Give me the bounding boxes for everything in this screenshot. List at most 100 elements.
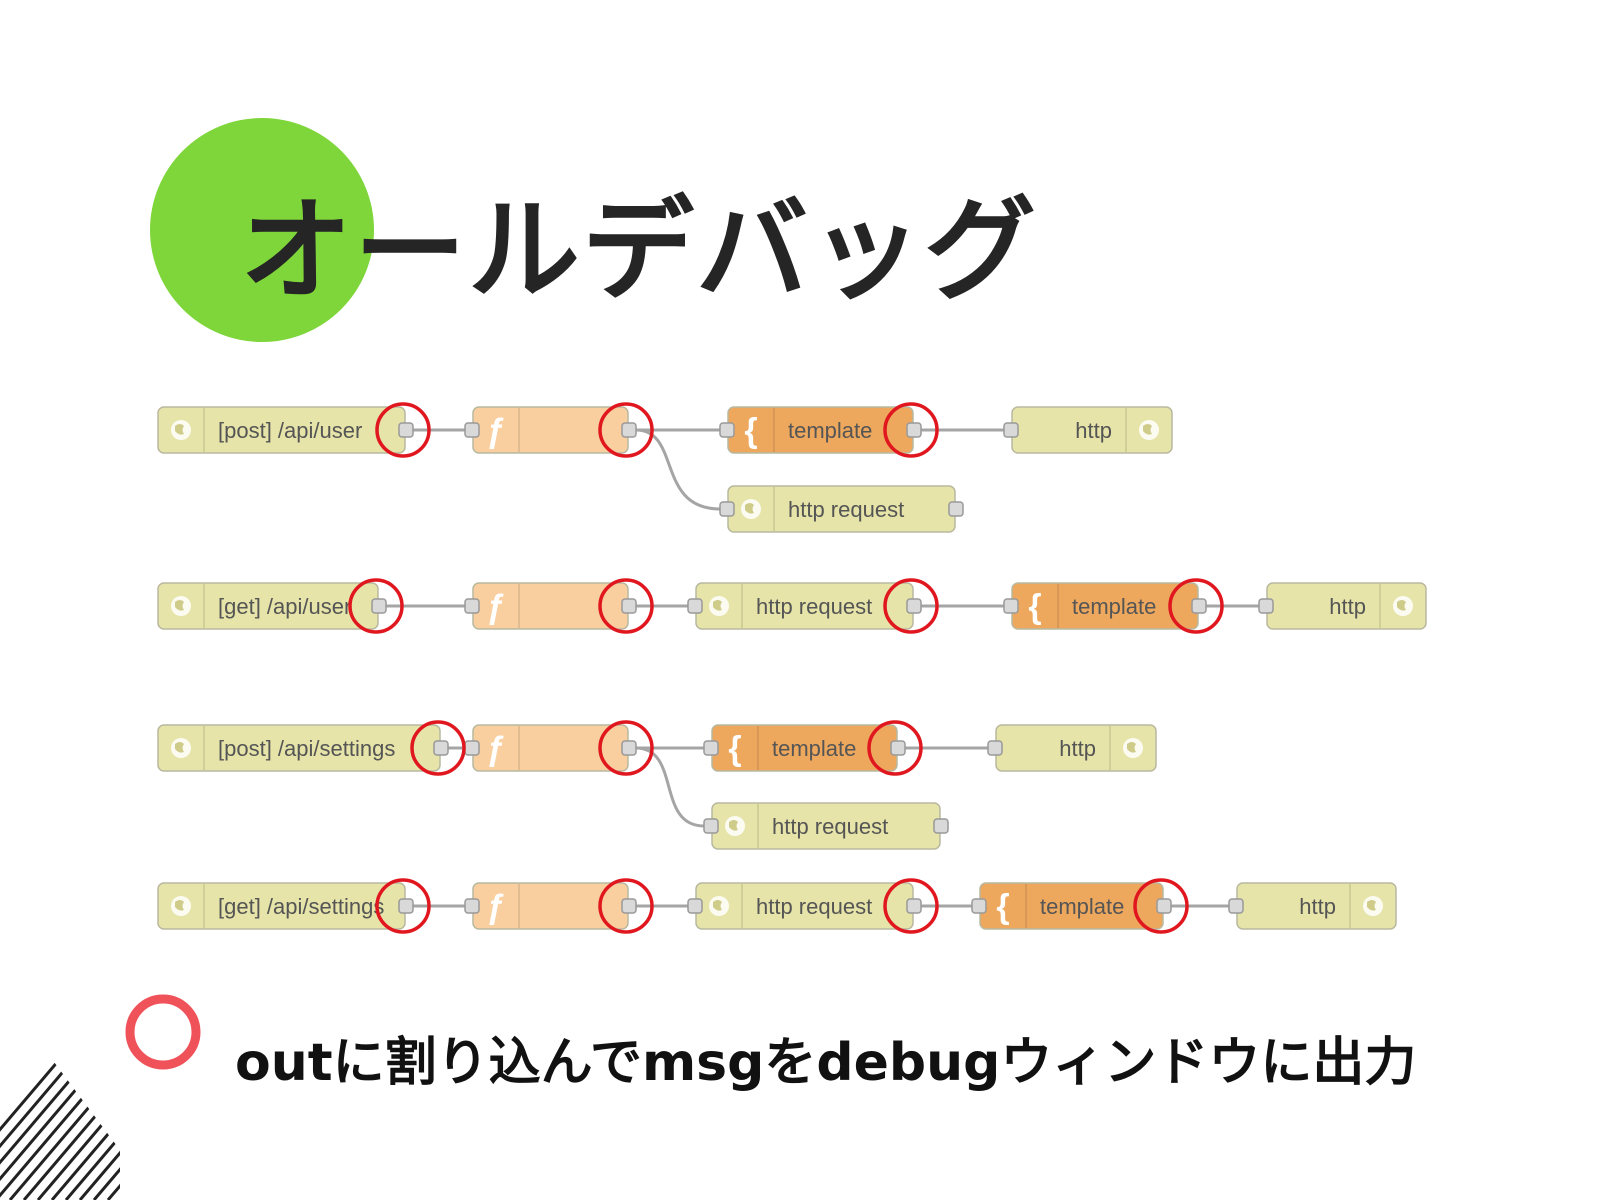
node-http-request[interactable]: http request xyxy=(687,582,922,630)
node-label: http xyxy=(1059,736,1096,761)
debug-marker-circle xyxy=(375,878,431,934)
input-port[interactable] xyxy=(703,740,719,756)
node-http-request[interactable]: http request xyxy=(687,882,922,930)
wires xyxy=(386,428,1259,908)
stripe-line xyxy=(64,999,120,1200)
node-label: [get] /api/user xyxy=(218,594,351,619)
output-port[interactable] xyxy=(621,898,637,914)
function-icon: ƒ xyxy=(487,730,506,768)
output-port[interactable] xyxy=(906,898,922,914)
input-port[interactable] xyxy=(703,818,719,834)
input-port[interactable] xyxy=(1003,598,1019,614)
green-accent-circle xyxy=(150,118,374,342)
debug-marker-circle xyxy=(348,578,404,634)
node-label: http request xyxy=(756,594,872,619)
input-port[interactable] xyxy=(687,898,703,914)
nodes: [post] /api/user ƒ { template http http reque… xyxy=(157,406,1427,930)
output-port[interactable] xyxy=(433,740,449,756)
globe-icon xyxy=(1393,596,1413,616)
output-port[interactable] xyxy=(1156,898,1172,914)
output-port[interactable] xyxy=(398,422,414,438)
input-port[interactable] xyxy=(1258,598,1274,614)
node-function[interactable]: ƒ xyxy=(464,582,637,630)
node-template[interactable]: { template xyxy=(703,724,906,772)
function-icon: ƒ xyxy=(487,888,506,926)
node-http-response[interactable]: http xyxy=(987,724,1157,772)
output-port[interactable] xyxy=(398,898,414,914)
node-label: [post] /api/user xyxy=(218,418,362,443)
input-port[interactable] xyxy=(971,898,987,914)
node-label: http xyxy=(1329,594,1366,619)
legend-caption: outに割り込んでmsgをdebugウィンドウに出力 xyxy=(235,1033,1417,1093)
node-label: http request xyxy=(756,894,872,919)
stripe-line xyxy=(0,999,120,1200)
node-http-response[interactable]: http xyxy=(1228,882,1397,930)
globe-icon xyxy=(1123,738,1143,758)
input-port[interactable] xyxy=(1228,898,1244,914)
debug-marker-circle xyxy=(598,878,654,934)
output-port[interactable] xyxy=(621,422,637,438)
globe-icon xyxy=(171,896,191,916)
node-label: template xyxy=(1072,594,1156,619)
node-function[interactable]: ƒ xyxy=(464,406,637,454)
globe-icon xyxy=(171,420,191,440)
output-port[interactable] xyxy=(906,598,922,614)
output-port[interactable] xyxy=(906,422,922,438)
output-port[interactable] xyxy=(890,740,906,756)
output-port[interactable] xyxy=(1191,598,1207,614)
flow-wire xyxy=(635,746,705,828)
output-port[interactable] xyxy=(933,818,949,834)
node-http-in[interactable]: [post] /api/user xyxy=(157,406,414,454)
node-http-response[interactable]: http xyxy=(1003,406,1173,454)
output-port[interactable] xyxy=(371,598,387,614)
output-port[interactable] xyxy=(621,740,637,756)
template-brace-icon: { xyxy=(728,730,741,768)
globe-icon xyxy=(171,738,191,758)
template-brace-icon: { xyxy=(996,888,1009,926)
template-brace-icon: { xyxy=(744,412,757,450)
stripe-line xyxy=(50,999,120,1200)
stripe-line xyxy=(36,999,120,1200)
node-label: template xyxy=(1040,894,1124,919)
globe-icon xyxy=(709,896,729,916)
input-port[interactable] xyxy=(1003,422,1019,438)
node-http-in[interactable]: [get] /api/settings xyxy=(157,882,414,930)
node-function[interactable]: ƒ xyxy=(464,882,637,930)
debug-marker-circle xyxy=(598,402,654,458)
node-http-request[interactable]: http request xyxy=(719,485,964,533)
input-port[interactable] xyxy=(687,598,703,614)
page-title: オールデバッグ xyxy=(240,186,1038,316)
input-port[interactable] xyxy=(719,422,735,438)
globe-icon xyxy=(1139,420,1159,440)
node-http-in[interactable]: [get] /api/user xyxy=(157,582,387,630)
globe-icon xyxy=(171,596,191,616)
node-label: [post] /api/settings xyxy=(218,736,395,761)
input-port[interactable] xyxy=(464,598,480,614)
input-port[interactable] xyxy=(464,422,480,438)
globe-icon xyxy=(1363,896,1383,916)
function-icon: ƒ xyxy=(487,412,506,450)
node-template[interactable]: {template xyxy=(719,406,922,454)
function-icon: ƒ xyxy=(487,588,506,626)
node-label: http xyxy=(1299,894,1336,919)
input-port[interactable] xyxy=(464,898,480,914)
debug-marker-circle xyxy=(883,402,939,458)
node-http-in[interactable]: [post] /api/settings xyxy=(157,724,449,772)
node-label: http request xyxy=(788,497,904,522)
input-port[interactable] xyxy=(719,501,735,517)
debug-marker-circle xyxy=(598,720,654,776)
node-http-request[interactable]: http request xyxy=(703,802,949,850)
output-port[interactable] xyxy=(948,501,964,517)
node-label: template xyxy=(772,736,856,761)
node-template[interactable]: {template xyxy=(1003,582,1207,630)
input-port[interactable] xyxy=(464,740,480,756)
stripe-line xyxy=(78,999,120,1200)
node-http-response[interactable]: http xyxy=(1258,582,1427,630)
input-port[interactable] xyxy=(987,740,1003,756)
node-function[interactable]: ƒ xyxy=(464,724,637,772)
output-port[interactable] xyxy=(621,598,637,614)
flow-wire xyxy=(635,428,721,511)
debug-marker-circle xyxy=(598,578,654,634)
node-template[interactable]: { template xyxy=(971,882,1172,930)
